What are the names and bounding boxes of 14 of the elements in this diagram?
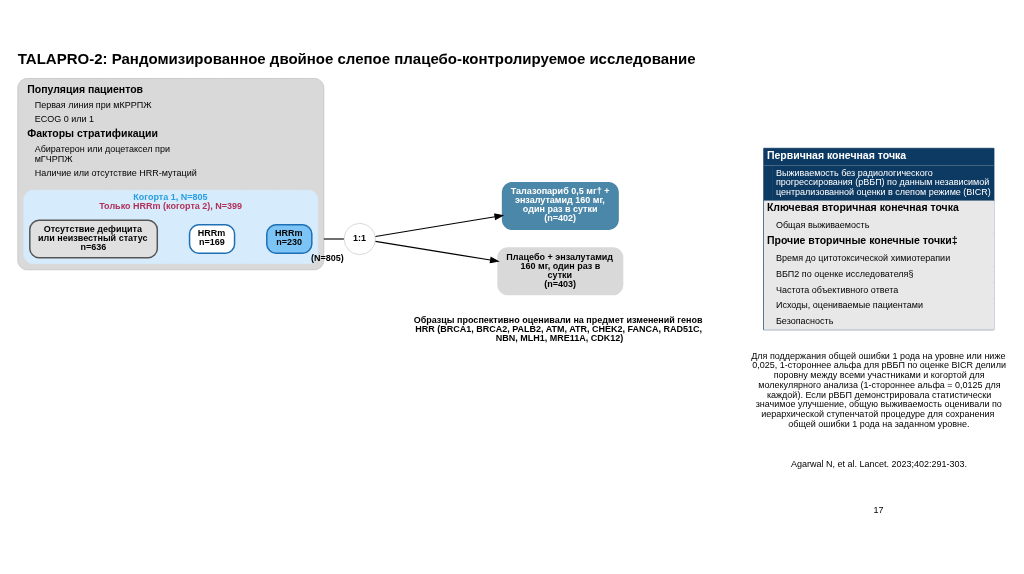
diagram-title: TALAPRO-2: Рандомизированное двойное слепое плацебо-контролируемое исследование — [17, 50, 696, 68]
node-box: HRRm n=230 — [266, 224, 313, 254]
arrow — [374, 213, 505, 238]
node-box: Плацебо + энзалутамид 160 мг, один раз в сутки (n=403) — [497, 247, 624, 296]
node-label: (N=805) — [311, 253, 344, 264]
label: Agarwal N, et al. Lancet. 2023;402:291-303. — [790, 459, 968, 470]
node-circle: 1:1 — [343, 223, 376, 256]
node-box: Отсутствие дефицита или неизвестный статус n=636 — [29, 219, 159, 259]
node-box: HRRm n=169 — [188, 224, 236, 254]
label: Для поддержания общей ошибки 1 рода на уровне или ниже 0,025, 1-стороннее альфа для рВБП по оценке BICR делили поровну между всеми участниками и когортой для молекулярного анализа (1-стороннее альфа = 0,0125 для каждой). Если рВБП демонстрировала статистически значимое улучшение, общую выживаемость оценивали по иерархической ступенчатой процедуре для сохранения общей ошибки 1 рода на заданном уровне. — [751, 350, 1006, 429]
node-box: Талазопариб 0,5 мг† + энзалутамид 160 мг, один раз в сутки (n=402) — [501, 182, 619, 230]
label: Образцы проспективно оценивали на предмет изменений генов HRR (BRCA1, BRCA2, PALB2, ATM, ATR, CHEK2, FANCA, RAD51C, NBN, MLH1, MRE11A, CDK12) — [413, 314, 703, 343]
arrow — [374, 240, 500, 264]
label: 17 — [873, 504, 884, 515]
